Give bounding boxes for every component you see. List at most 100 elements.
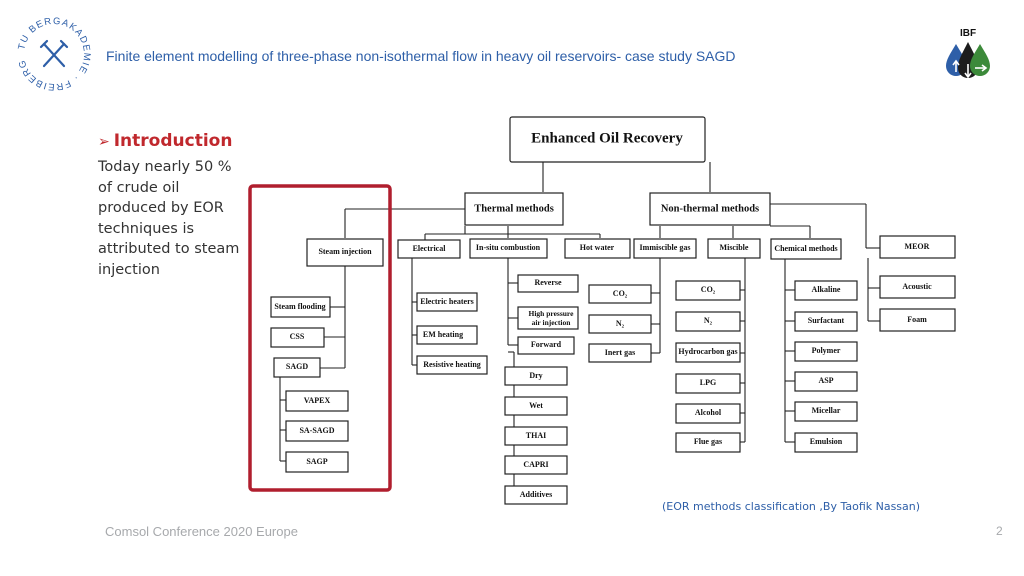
svg-text:SA-SAGD: SA-SAGD — [299, 426, 334, 435]
node-alkaline: Alkaline — [794, 280, 858, 301]
node-vapex: VAPEX — [285, 390, 349, 412]
node-steam-flooding: Steam flooding — [270, 296, 331, 318]
node-capri: CAPRI — [504, 455, 568, 475]
node-emulsion: Emulsion — [794, 432, 858, 453]
node-electric-heaters: Electric heaters — [416, 292, 478, 312]
node-acoustic: Acoustic — [879, 275, 956, 299]
svg-text:Resistive heating: Resistive heating — [423, 360, 481, 369]
svg-text:ASP: ASP — [818, 376, 833, 385]
node-wet: Wet — [504, 396, 568, 416]
svg-text:Steam injection: Steam injection — [318, 247, 372, 256]
presentation-title: Finite element modelling of three-phase … — [106, 48, 736, 64]
node-miscible-n2: N₂ — [675, 311, 741, 332]
svg-text:In-situ combustion: In-situ combustion — [476, 243, 541, 252]
node-forward: Forward — [517, 336, 575, 355]
node-sa-sagd: SA-SAGD — [285, 420, 349, 442]
node-thai: THAI — [504, 426, 568, 446]
node-foam: Foam — [879, 308, 956, 332]
svg-text:IBF: IBF — [960, 28, 976, 39]
university-logo: TU BERGAKADEMIE · FREIBERG · — [14, 14, 91, 92]
page-number: 2 — [996, 524, 1003, 538]
svg-text:Acoustic: Acoustic — [902, 282, 932, 291]
arrow-bullet-icon: ➢ — [98, 134, 110, 150]
svg-text:CSS: CSS — [290, 332, 305, 341]
node-meor: MEOR — [879, 235, 956, 259]
svg-text:THAI: THAI — [526, 431, 546, 440]
node-immiscible-co2: CO₂ — [588, 284, 652, 304]
node-micellar: Micellar — [794, 401, 858, 422]
svg-text:SAGD: SAGD — [286, 362, 308, 371]
svg-text:SAGP: SAGP — [306, 457, 327, 466]
node-electrical: Electrical — [397, 239, 461, 259]
svg-text:Alcohol: Alcohol — [695, 408, 722, 417]
svg-text:Non-thermal methods: Non-thermal methods — [661, 203, 759, 214]
svg-text:Emulsion: Emulsion — [810, 437, 843, 446]
svg-text:Immiscible gas: Immiscible gas — [640, 243, 691, 252]
node-chemical-methods: Chemical methods — [770, 238, 842, 260]
node-miscible: Miscible — [707, 238, 761, 259]
node-polymer: Polymer — [794, 341, 858, 362]
node-non-thermal-methods: Non-thermal methods — [649, 192, 771, 226]
svg-text:Foam: Foam — [907, 315, 927, 324]
svg-text:Chemical methods: Chemical methods — [774, 244, 837, 253]
svg-text:Wet: Wet — [529, 401, 543, 410]
node-additives: Additives — [504, 485, 568, 505]
intro-heading: ➢Introduction — [98, 131, 232, 151]
svg-text:Miscible: Miscible — [720, 243, 749, 252]
footer-conference: Comsol Conference 2020 Europe — [105, 524, 298, 539]
svg-text:VAPEX: VAPEX — [304, 396, 331, 405]
svg-text:LPG: LPG — [700, 378, 716, 387]
node-thermal-methods: Thermal methods — [464, 192, 564, 226]
svg-text:Steam flooding: Steam flooding — [274, 302, 325, 311]
svg-text:Electrical: Electrical — [413, 244, 447, 253]
svg-text:Electric heaters: Electric heaters — [420, 297, 474, 306]
node-hot-water: Hot water — [564, 238, 631, 259]
svg-text:Enhanced Oil Recovery: Enhanced Oil Recovery — [531, 130, 683, 146]
steam-injection-highlight — [248, 184, 392, 492]
svg-text:Forward: Forward — [531, 340, 562, 349]
node-surfactant: Surfactant — [794, 311, 858, 332]
node-em-heating: EM heating — [416, 325, 478, 345]
node-flue-gas: Flue gas — [675, 432, 741, 453]
svg-text:Hot water: Hot water — [580, 243, 615, 252]
node-immiscible-gas: Immiscible gas — [633, 238, 697, 259]
node-lpg: LPG — [675, 373, 741, 394]
node-alcohol: Alcohol — [675, 403, 741, 424]
node-resistive-heating: Resistive heating — [416, 355, 488, 375]
node-enhanced-oil-recovery: Enhanced Oil Recovery — [509, 116, 706, 163]
svg-text:CO₂: CO₂ — [613, 289, 628, 298]
svg-text:MEOR: MEOR — [905, 242, 930, 251]
diagram-connectors — [279, 162, 880, 495]
svg-text:Thermal methods: Thermal methods — [474, 203, 554, 214]
svg-text:CO₂: CO₂ — [701, 285, 716, 294]
svg-text:N₂: N₂ — [616, 319, 625, 328]
node-css: CSS — [270, 327, 325, 348]
node-steam-injection: Steam injection — [306, 238, 384, 267]
node-insitu-combustion: In-situ combustion — [469, 238, 548, 259]
svg-text:Polymer: Polymer — [812, 346, 841, 355]
svg-text:Inert gas: Inert gas — [605, 348, 635, 357]
ibf-logo: IBF — [946, 28, 990, 79]
node-sagd: SAGD — [273, 357, 321, 378]
svg-text:Alkaline: Alkaline — [812, 285, 841, 294]
svg-text:Surfactant: Surfactant — [808, 316, 845, 325]
node-inert-gas: Inert gas — [588, 343, 652, 363]
svg-text:Dry: Dry — [529, 371, 542, 380]
node-hydrocarbon-gas: Hydrocarbon gas — [675, 342, 741, 363]
node-dry: Dry — [504, 366, 568, 386]
svg-text:Hydrocarbon gas: Hydrocarbon gas — [678, 347, 737, 356]
svg-text:Additives: Additives — [520, 490, 552, 499]
svg-text:EM heating: EM heating — [423, 330, 463, 339]
node-miscible-co2: CO₂ — [675, 280, 741, 301]
svg-text:CAPRI: CAPRI — [523, 460, 548, 469]
svg-text:Micellar: Micellar — [812, 406, 841, 415]
node-asp: ASP — [794, 371, 858, 392]
intro-body: Today nearly 50 % of crude oil produced … — [98, 159, 240, 278]
intro-heading-text: Introduction — [113, 131, 233, 151]
svg-text:Reverse: Reverse — [534, 278, 562, 287]
node-immiscible-n2: N₂ — [588, 314, 652, 334]
diagram-caption: (EOR methods classification ,By Taofik N… — [662, 500, 921, 513]
